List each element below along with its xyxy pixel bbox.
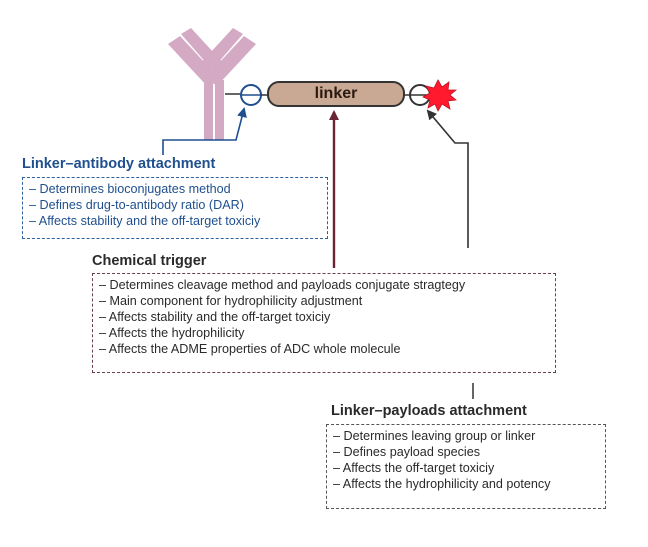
list-item: – Affects stability and the off-target t… [99, 310, 331, 324]
list-item: – Determines bioconjugates method [29, 182, 231, 196]
linker-antibody-box: – Determines bioconjugates method – Defi… [22, 177, 328, 239]
list-item: – Affects the ADME properties of ADC who… [99, 342, 401, 356]
linker-payloads-box: – Determines leaving group or linker – D… [326, 424, 606, 509]
linker-label: linker [314, 85, 358, 102]
linker-antibody-list: – Determines bioconjugates method – Defi… [29, 181, 321, 229]
chemical-trigger-box: – Determines cleavage method and payload… [92, 273, 556, 373]
antibody-attachment-site-icon [240, 84, 262, 106]
list-item: – Determines leaving group or linker [333, 429, 536, 443]
list-item: – Affects the off-target toxiciy [333, 461, 495, 475]
payload-starburst-icon [422, 79, 458, 112]
linker-body [267, 81, 405, 107]
arrow-antibody-attachment [162, 107, 247, 155]
list-item: – Defines payload species [333, 445, 481, 459]
list-item: – Main component for hydrophilicity adju… [99, 294, 363, 308]
chemical-trigger-title: Chemical trigger [92, 253, 207, 269]
list-item: – Defines drug-to-antibody ratio (DAR) [29, 198, 244, 212]
list-item: – Affects the hydrophilicity and potency [333, 477, 551, 491]
arrow-payload-attachment [426, 109, 469, 248]
chemical-trigger-list: – Determines cleavage method and payload… [99, 277, 549, 357]
linker-payloads-list: – Determines leaving group or linker – D… [333, 428, 599, 492]
list-item: – Determines cleavage method and payload… [99, 278, 466, 292]
list-item: – Affects the hydrophilicity [99, 326, 245, 340]
antibody-icon [168, 28, 256, 140]
linker-payloads-title: Linker–payloads attachment [331, 403, 527, 419]
linker-antibody-title: Linker–antibody attachment [22, 156, 216, 172]
list-item: – Affects stability and the off-target t… [29, 214, 261, 228]
